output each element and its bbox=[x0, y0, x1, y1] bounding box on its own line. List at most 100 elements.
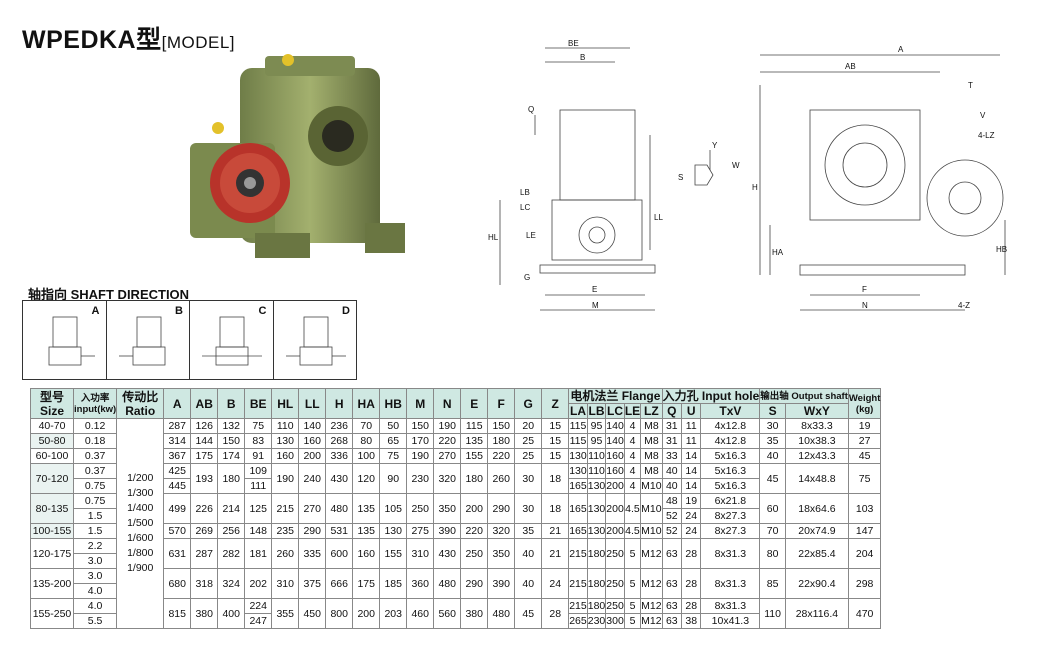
dim-cell: 631 bbox=[163, 538, 192, 569]
dim-cell: 91 bbox=[244, 448, 273, 464]
flange-cell: 5 bbox=[623, 613, 642, 629]
dim-cell: 480 bbox=[487, 598, 516, 629]
flange-cell: 130 bbox=[568, 463, 588, 479]
dim-cell: 15 bbox=[541, 418, 570, 434]
dim-cell: 181 bbox=[244, 538, 273, 569]
output-shaft-cell: 28x116.4 bbox=[784, 598, 849, 629]
input-hole-cell: 31 bbox=[661, 433, 683, 449]
dim-label: N bbox=[862, 301, 868, 310]
output-shaft-cell: 22x90.4 bbox=[784, 568, 849, 599]
dim-cell: 18 bbox=[541, 463, 570, 494]
header-sub: LA bbox=[568, 403, 588, 419]
dim-cell: 75 bbox=[379, 448, 408, 464]
dim-cell: 28 bbox=[541, 598, 570, 629]
flange-cell: 160 bbox=[605, 463, 625, 479]
dim-cell: 130 bbox=[271, 433, 300, 449]
header-weight: Weight(kg) bbox=[847, 388, 882, 419]
input-hole-cell: 10x41.3 bbox=[700, 613, 761, 629]
flange-cell: 5 bbox=[623, 568, 642, 599]
dim-cell: 50 bbox=[379, 418, 408, 434]
header-col: BE bbox=[244, 388, 273, 419]
dim-cell: 65 bbox=[379, 433, 408, 449]
flange-cell: M8 bbox=[640, 463, 663, 479]
dim-cell: 430 bbox=[433, 538, 462, 569]
dim-cell: 375 bbox=[298, 568, 327, 599]
dim-cell: 100 bbox=[352, 448, 381, 464]
flange-cell: 4 bbox=[623, 463, 642, 479]
header-sub: Q bbox=[661, 403, 683, 419]
input-hole-cell: 6x21.8 bbox=[700, 493, 761, 509]
input-cell: 0.37 bbox=[72, 448, 118, 464]
dim-cell: 193 bbox=[190, 463, 219, 494]
dim-cell: 220 bbox=[433, 433, 462, 449]
dim-label: 4-Z bbox=[958, 301, 970, 310]
dim-cell: 75 bbox=[244, 418, 273, 434]
dim-cell: 400 bbox=[217, 598, 246, 629]
flange-cell: M10 bbox=[640, 478, 663, 494]
input-hole-cell: 5x16.3 bbox=[700, 463, 761, 479]
dim-label: B bbox=[580, 53, 585, 62]
input-hole-cell: 28 bbox=[681, 568, 702, 599]
output-shaft-cell: 12x43.3 bbox=[784, 448, 849, 464]
output-shaft-cell: 45 bbox=[759, 463, 786, 494]
dim-cell: 445 bbox=[163, 478, 192, 494]
dim-label: HL bbox=[488, 233, 499, 242]
flange-cell: M10 bbox=[640, 493, 663, 524]
flange-cell: 200 bbox=[605, 493, 625, 524]
dim-cell: 600 bbox=[325, 538, 354, 569]
weight-cell: 147 bbox=[847, 523, 882, 539]
flange-cell: 250 bbox=[605, 598, 625, 614]
dim-label: S bbox=[678, 173, 683, 182]
shaft-direction-b: B bbox=[107, 301, 190, 379]
flange-cell: 165 bbox=[568, 478, 588, 494]
header-output-shaft: 输出轴 Output shaft bbox=[759, 388, 849, 404]
flange-cell: 180 bbox=[586, 538, 607, 569]
dim-cell: 180 bbox=[460, 463, 489, 494]
dim-cell: 45 bbox=[514, 598, 543, 629]
weight-cell: 75 bbox=[847, 463, 882, 494]
size-cell: 100-155 bbox=[30, 523, 74, 539]
input-hole-cell: 28 bbox=[681, 598, 702, 614]
input-cell: 0.75 bbox=[72, 493, 118, 509]
dim-cell: 35 bbox=[514, 523, 543, 539]
dim-cell: 666 bbox=[325, 568, 354, 599]
dim-cell: 240 bbox=[298, 463, 327, 494]
weight-cell: 103 bbox=[847, 493, 882, 524]
dim-cell: 80 bbox=[352, 433, 381, 449]
dim-cell: 350 bbox=[487, 538, 516, 569]
dim-cell: 269 bbox=[190, 523, 219, 539]
input-hole-cell: 24 bbox=[681, 508, 702, 524]
input-hole-cell: 5x16.3 bbox=[700, 478, 761, 494]
dim-cell: 15 bbox=[541, 433, 570, 449]
dim-cell: 160 bbox=[271, 448, 300, 464]
flange-cell: M12 bbox=[640, 613, 663, 629]
header-sub: LC bbox=[605, 403, 625, 419]
input-cell: 1.5 bbox=[72, 523, 118, 539]
input-hole-cell: 24 bbox=[681, 523, 702, 539]
dim-label: M bbox=[592, 301, 599, 310]
dim-label: 4-LZ bbox=[978, 131, 995, 140]
output-shaft-cell: 30 bbox=[759, 418, 786, 434]
dim-cell: 214 bbox=[217, 493, 246, 524]
dim-cell: 336 bbox=[325, 448, 354, 464]
flange-cell: 265 bbox=[568, 613, 588, 629]
dim-cell: 320 bbox=[487, 523, 516, 539]
input-hole-cell: 38 bbox=[681, 613, 702, 629]
size-cell: 155-250 bbox=[30, 598, 74, 629]
dim-cell: 499 bbox=[163, 493, 192, 524]
flange-cell: 200 bbox=[605, 523, 625, 539]
flange-cell: M12 bbox=[640, 568, 663, 599]
dim-cell: 140 bbox=[298, 418, 327, 434]
flange-cell: 215 bbox=[568, 568, 588, 599]
input-cell: 4.0 bbox=[72, 583, 118, 599]
output-shaft-cell: 22x85.4 bbox=[784, 538, 849, 569]
flange-cell: 5 bbox=[623, 598, 642, 614]
input-hole-cell: 8x27.3 bbox=[700, 523, 761, 539]
dim-cell: 250 bbox=[406, 493, 435, 524]
dim-cell: 30 bbox=[514, 463, 543, 494]
